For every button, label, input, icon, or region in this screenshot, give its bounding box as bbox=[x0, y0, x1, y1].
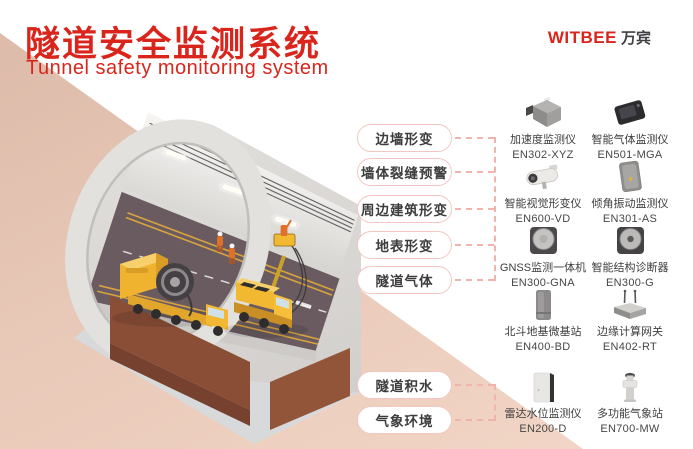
label-tunnel-water[interactable]: 隧道积水 bbox=[357, 371, 452, 399]
workers bbox=[217, 231, 235, 264]
device-card[interactable]: 智能视觉形变仪 EN600-VD bbox=[488, 156, 598, 226]
device-model: EN300-G bbox=[606, 277, 654, 289]
structure-diagnosis-icon bbox=[575, 220, 685, 258]
device-card[interactable]: 智能气体监测仪 EN501-MGA bbox=[575, 92, 685, 162]
device-name: 多功能气象站 bbox=[597, 408, 663, 420]
device-model: EN302-XYZ bbox=[512, 149, 574, 161]
device-name: 智能视觉形变仪 bbox=[504, 198, 582, 210]
edge-gateway-icon bbox=[575, 284, 685, 322]
connector-line bbox=[455, 137, 494, 139]
gas-monitor-icon bbox=[575, 92, 685, 130]
device-name: 智能结构诊断器 bbox=[591, 262, 669, 274]
device-name: GNSS监测一体机 bbox=[499, 262, 587, 274]
device-name: 雷达水位监测仪 bbox=[504, 408, 582, 420]
accelerometer-monitor-icon bbox=[488, 92, 598, 130]
device-name: 边缘计算网关 bbox=[597, 326, 663, 338]
device-name: 加速度监测仪 bbox=[510, 134, 576, 146]
device-card[interactable]: 北斗地基微基站 EN400-BD bbox=[488, 284, 598, 354]
worker-on-lift bbox=[280, 219, 292, 236]
tilt-vibration-monitor-icon bbox=[575, 156, 685, 194]
gnss-monitor-icon bbox=[488, 220, 598, 258]
tunnel-illustration bbox=[65, 112, 361, 444]
connector-trunk-bottom bbox=[494, 384, 496, 421]
label-surface-deformation[interactable]: 地表形变 bbox=[357, 231, 452, 259]
connector-line bbox=[455, 419, 494, 421]
connector-line bbox=[455, 208, 494, 210]
device-card[interactable]: 多功能气象站 EN700-MW bbox=[575, 366, 685, 436]
label-weather-environment[interactable]: 气象环境 bbox=[357, 406, 452, 434]
label-wall-crack-warning[interactable]: 墙体裂缝预警 bbox=[357, 158, 452, 186]
connector-line bbox=[455, 244, 494, 246]
connector-line bbox=[455, 384, 494, 386]
device-model: EN400-BD bbox=[515, 341, 571, 353]
connector-line bbox=[455, 171, 494, 173]
label-tunnel-gas[interactable]: 隧道气体 bbox=[357, 266, 452, 294]
device-name: 北斗地基微基站 bbox=[504, 326, 582, 338]
label-surrounding-building-deformation[interactable]: 周边建筑形变 bbox=[357, 195, 452, 223]
device-model: EN402-RT bbox=[602, 341, 658, 353]
device-model: EN200-D bbox=[519, 423, 567, 435]
aerial-lift-truck bbox=[224, 219, 308, 338]
device-card[interactable]: 雷达水位监测仪 EN200-D bbox=[488, 366, 598, 436]
device-card[interactable]: 倾角振动监测仪 EN301-AS bbox=[575, 156, 685, 226]
device-model: EN700-MW bbox=[600, 423, 660, 435]
brand-name-cn: 万宾 bbox=[620, 30, 651, 47]
device-name: 倾角振动监测仪 bbox=[591, 198, 669, 210]
device-card[interactable]: 边缘计算网关 EN402-RT bbox=[575, 284, 685, 354]
page-subtitle: Tunnel safety monitoring system bbox=[26, 57, 329, 79]
connector-line bbox=[455, 279, 494, 281]
device-card[interactable]: 智能结构诊断器 EN300-G bbox=[575, 220, 685, 290]
vision-deformation-camera-icon bbox=[488, 156, 598, 194]
radar-water-level-icon bbox=[488, 366, 598, 404]
earth-foundation bbox=[110, 295, 350, 430]
weather-station-icon bbox=[575, 366, 685, 404]
device-model: EN300-GNA bbox=[511, 277, 575, 289]
device-card[interactable]: GNSS监测一体机 EN300-GNA bbox=[488, 220, 598, 290]
device-card[interactable]: 加速度监测仪 EN302-XYZ bbox=[488, 92, 598, 162]
brand-name: WITBEE bbox=[547, 28, 617, 47]
device-model: EN600-VD bbox=[515, 213, 571, 225]
ceiling-lights bbox=[161, 146, 301, 230]
cable-reel-truck bbox=[112, 253, 228, 336]
device-model: EN301-AS bbox=[602, 213, 658, 225]
connector-trunk-top bbox=[494, 137, 496, 281]
device-name: 智能气体监测仪 bbox=[591, 134, 669, 146]
page-title: 隧道安全监测系统 bbox=[25, 25, 322, 64]
device-model: EN501-MGA bbox=[597, 149, 663, 161]
wall-vent bbox=[295, 300, 312, 309]
label-sidewall-deformation[interactable]: 边墙形变 bbox=[357, 124, 452, 152]
beidou-base-station-icon bbox=[488, 284, 598, 322]
